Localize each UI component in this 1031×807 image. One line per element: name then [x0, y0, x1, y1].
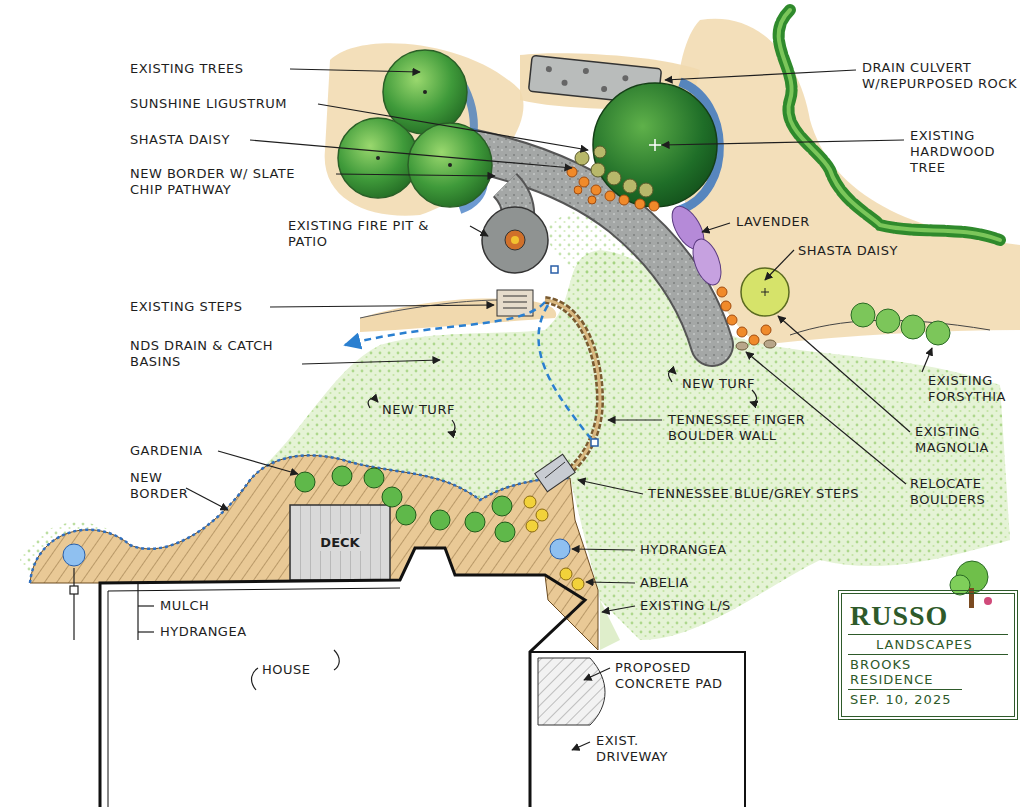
plant-label: ABELIA [640, 575, 689, 591]
tree-label: EXISTING HARDWOOD TREE [910, 128, 1022, 176]
turf-label: NEW TURF [682, 376, 755, 392]
boulder-label: RELOCATE BOULDERS [910, 476, 1028, 508]
steps-label: EXISTING STEPS [130, 299, 242, 315]
mulch-label: MULCH [160, 598, 209, 614]
tree-label: EXISTING TREES [130, 61, 244, 77]
border-label: NEW BORDER [130, 470, 210, 502]
area-label: DECK [316, 534, 363, 551]
plant-label: GARDENIA [130, 443, 203, 459]
house-label: HOUSE [262, 662, 311, 678]
culvert-label: DRAIN CULVERT W/REPURPOSED ROCK [862, 60, 1022, 92]
plant-label: HYDRANGEA [640, 542, 727, 558]
driveway-label: EXIST. DRIVEWAY [596, 733, 686, 765]
turf-label: NEW TURF [382, 402, 455, 418]
deck-area: DECK [290, 505, 390, 580]
pad-label: PROPOSED CONCRETE PAD [615, 660, 735, 692]
plant-label: EXISTING FORSYTHIA [928, 373, 1028, 405]
patio-label: EXISTING FIRE PIT & PATIO [288, 218, 468, 250]
title-block: RUSSOLANDSCAPESBROOKS RESIDENCESEP. 10, … [838, 590, 1018, 720]
company-name: RUSSO [848, 598, 1008, 635]
plant-label: SHASTA DAISY [130, 132, 230, 148]
plant-label: SHASTA DAISY [798, 243, 898, 259]
existing-label: EXISTING L/S [640, 598, 731, 614]
drain-label: NDS DRAIN & CATCH BASINS [130, 338, 300, 370]
plant-label: SUNSHINE LIGUSTRUM [130, 96, 287, 112]
border-label: NEW BORDER W/ SLATE CHIP PATHWAY [130, 166, 330, 198]
title-text: BROOKS RESIDENCE [848, 655, 962, 690]
plant-label: LAVENDER [736, 214, 810, 230]
title-text: LANDSCAPES [848, 635, 1008, 655]
wall-label: TENNESSEE FINGER BOULDER WALL [668, 412, 818, 444]
title-text: SEP. 10, 2025 [848, 690, 1008, 709]
steps-label: TENNESSEE BLUE/GREY STEPS [648, 486, 859, 502]
tree-label: EXISTING MAGNOLIA [915, 424, 1025, 456]
plant-label: HYDRANGEA [160, 624, 247, 640]
